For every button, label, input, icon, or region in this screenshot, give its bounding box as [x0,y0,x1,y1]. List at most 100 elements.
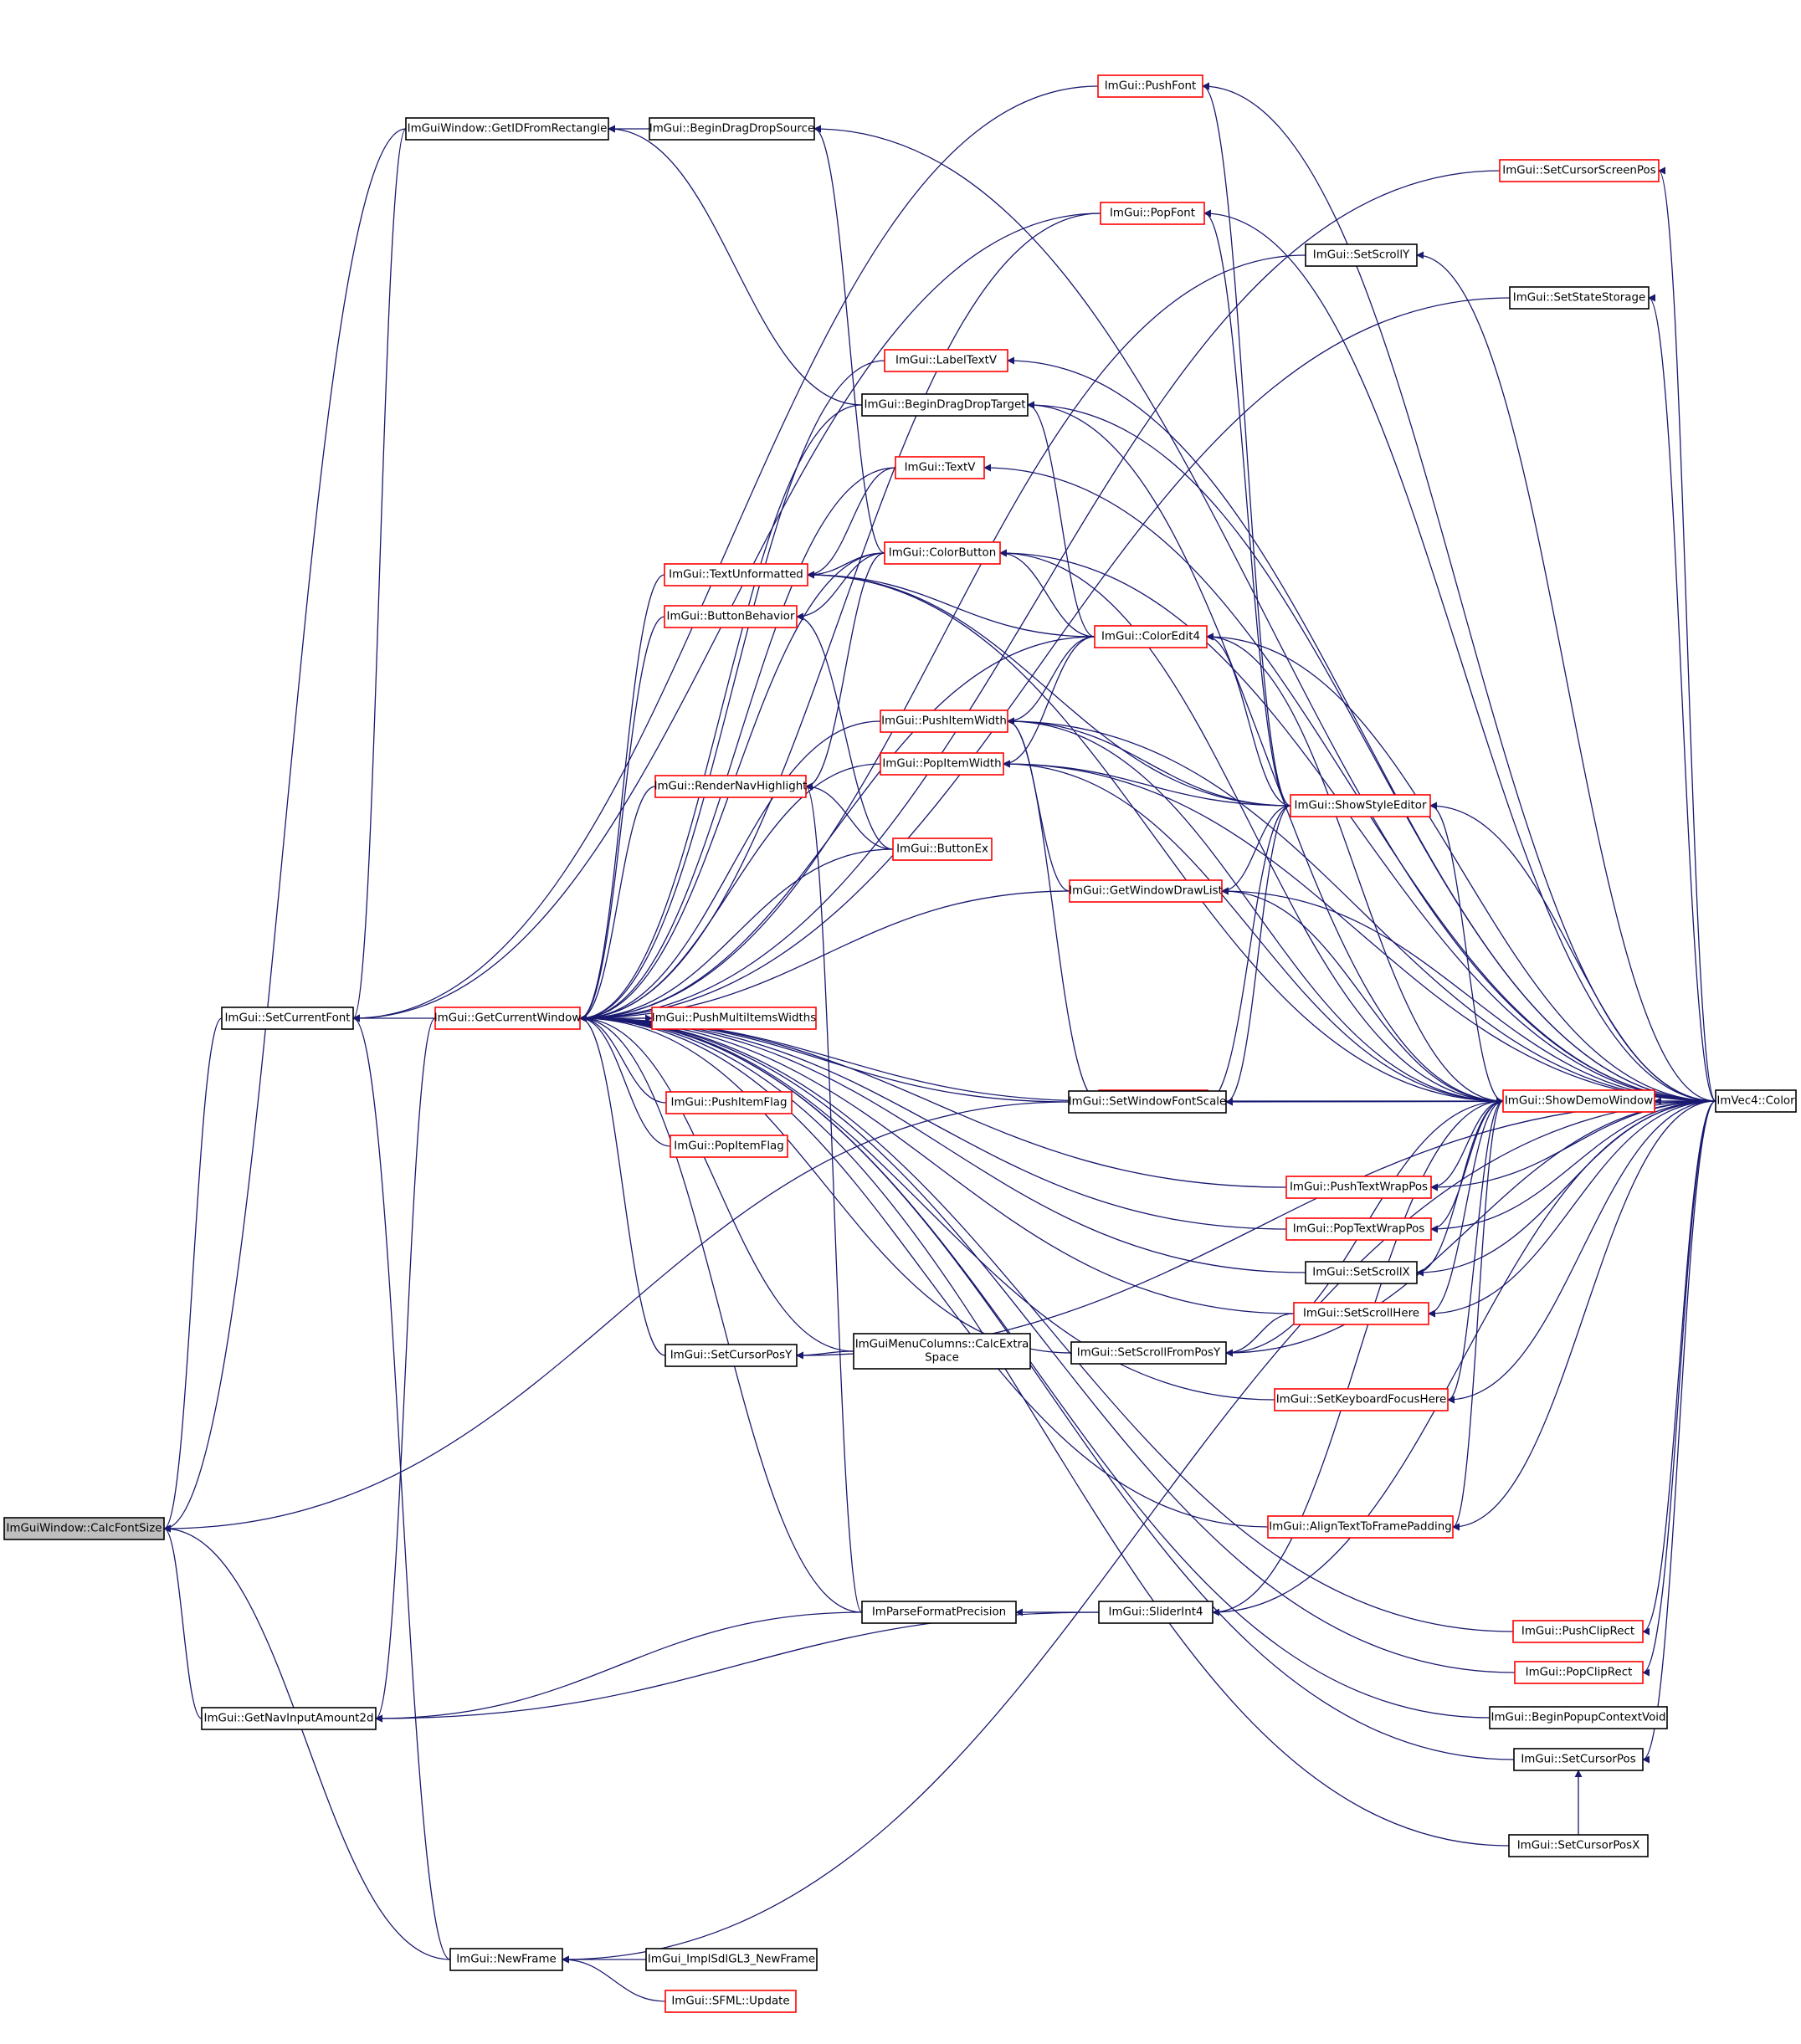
edge-imvec4color-to-coloredit4 [1206,633,1716,1102]
node-label: ImGui_ImplSdlGL3_NewFrame [648,1954,815,1966]
edge-getnavinputamount2d-to-calcfontsize [163,1524,203,1719]
edge-sliderint4-to-getnavinputamount2d [375,1611,1100,1723]
edge-imparseformatprecision-to-getcurrentwindow [579,1014,863,1613]
node-setscrolly[interactable]: ImGui::SetScrollY [1305,243,1418,267]
node-popfont[interactable]: ImGui::PopFont [1100,202,1205,225]
node-coloredit4[interactable]: ImGui::ColorEdit4 [1094,625,1208,648]
node-label: Space [925,1352,959,1365]
node-getnavinputamount2d[interactable]: ImGui::GetNavInputAmount2d [201,1707,377,1730]
node-poptextwrappos[interactable]: ImGui::PopTextWrapPos [1285,1217,1432,1241]
node-buttonex[interactable]: ImGui::ButtonEx [892,838,993,861]
node-showstyleeditor[interactable]: ImGui::ShowStyleEditor [1290,794,1431,817]
edge-imparseformatprecision-to-rendernavhighlight [805,782,863,1613]
edge-coloredit4-to-pushitemwidth [1007,636,1095,725]
node-setstatestorage[interactable]: ImGui::SetStateStorage [1509,286,1650,310]
node-aligntexttoframepadding[interactable]: ImGui::AlignTextToFramePadding [1267,1515,1454,1539]
node-setcurrentfont[interactable]: ImGui::SetCurrentFont [221,1007,354,1030]
node-setscrollx[interactable]: ImGui::SetScrollX [1305,1261,1418,1284]
edge-setscrolly-to-getcurrentwindow [579,254,1306,1022]
node-newframe[interactable]: ImGui::NewFrame [449,1948,563,1971]
node-box [1715,1089,1797,1113]
node-box [1509,286,1650,310]
node-calcfontsize[interactable]: ImGuiWindow::CalcFontSize [3,1517,165,1540]
node-setscrollhere[interactable]: ImGui::SetScrollHere [1293,1302,1429,1325]
node-setcursorscreenpos[interactable]: ImGui::SetCursorScreenPos [1499,159,1660,182]
node-labeltextv[interactable]: ImGui::LabelTextV [884,349,1008,372]
node-box [1293,1302,1429,1325]
edge-imvec4color-to-setscrollhere [1428,1100,1716,1318]
edge-showstyleeditor-to-getwindowdrawlist [1221,805,1291,895]
node-popitemflag[interactable]: ImGui::PopItemFlag [670,1135,788,1158]
edge-setcursorpos-to-getcurrentwindow [579,1014,1515,1760]
node-pushtextwrappos[interactable]: ImGui::PushTextWrapPos [1285,1176,1432,1199]
edge-beginchild-to-pushitemwidth [1007,717,1100,1102]
node-pushmultiitemswidths[interactable]: ImGui::PushMultiItemsWidths [651,1007,817,1030]
node-label: ImVec4::Color [1716,1095,1795,1108]
node-label: ImGui::PushMultiItemsWidths [652,1012,816,1025]
node-box [1098,1601,1213,1624]
node-setcursorpos[interactable]: ImGui::SetCursorPos [1513,1748,1644,1771]
node-box [1100,202,1205,225]
node-textv[interactable]: ImGui::TextV [895,456,985,479]
node-popcliprect[interactable]: ImGui::PopClipRect [1514,1661,1644,1684]
node-showdemowindow[interactable]: ImGui::ShowDemoWindow [1502,1089,1655,1113]
node-sliderint4[interactable]: ImGui::SliderInt4 [1098,1601,1213,1624]
node-pushitemflag[interactable]: ImGui::PushItemFlag [665,1091,793,1114]
node-popitemwidth[interactable]: ImGui::PopItemWidth [880,752,1004,776]
edge-textv-to-getcurrentwindow [579,467,896,1022]
node-setcursorposx[interactable]: ImGui::SetCursorPosX [1508,1834,1649,1857]
edge-showdemowindow-to-coloredit4 [1206,633,1504,1102]
node-box [1069,879,1223,903]
edge-showdemowindow-to-getwindowdrawlist [1221,887,1504,1102]
node-rendernavhighlight[interactable]: ImGui::RenderNavHighlight [654,775,808,798]
node-setkeyboardfocushere[interactable]: ImGui::SetKeyboardFocusHere [1274,1388,1449,1411]
edge-imvec4color-to-popitemwidth [1003,760,1716,1102]
node-imparseformatprecision[interactable]: ImParseFormatPrecision [861,1601,1017,1624]
node-setcursorposy[interactable]: ImGui::SetCursorPosY [664,1344,798,1367]
node-getwindowdrawlist[interactable]: ImGui::GetWindowDrawList [1069,879,1223,903]
node-label: ImGui::AlignTextToFramePadding [1269,1521,1451,1534]
node-box [853,1333,1031,1370]
edge-setcursorscreenpos-to-getcurrentwindow [579,170,1501,1022]
edge-showdemowindow-to-textunformatted [807,571,1504,1102]
node-setscrollfromposy[interactable]: ImGui::SetScrollFromPosY [1070,1341,1227,1365]
node-pushitemwidth[interactable]: ImGui::PushItemWidth [880,710,1008,733]
node-box [895,456,985,479]
edge-setscrollhere-to-setscrollfromposy [1225,1313,1295,1357]
node-box [405,117,609,141]
node-label: ImGui::SetCurrentFont [224,1012,350,1025]
edge-textunformatted-to-getcurrentwindow [579,574,665,1022]
node-pushcliprect[interactable]: ImGui::PushClipRect [1512,1620,1644,1643]
edge-imvec4color-to-setkeyboardfocushere [1447,1100,1716,1404]
node-getcurrentwindow[interactable]: ImGui::GetCurrentWindow [434,1007,582,1030]
node-begindragdropsource[interactable]: ImGui::BeginDragDropSource [649,117,815,141]
node-box [1290,794,1431,817]
node-sfmlupdate[interactable]: ImGui::SFML::Update [664,1990,797,2013]
edge-imvec4color-to-popcliprect [1642,1100,1716,1677]
edge-pushcliprect-to-getcurrentwindow [579,1014,1514,1632]
node-beginpopupcontextvoid[interactable]: ImGui::BeginPopupContextVoid [1489,1706,1668,1729]
edges [163,82,1716,2002]
node-buttonbehavior[interactable]: ImGui::ButtonBehavior [664,605,798,628]
edge-buttonex-to-getcurrentwindow [579,848,894,1022]
edge-showdemowindow-to-showstyleeditor [1429,802,1504,1102]
node-colorbutton[interactable]: ImGui::ColorButton [884,541,1001,565]
node-getidfromrectangle[interactable]: ImGuiWindow::GetIDFromRectangle [405,117,609,141]
edge-getidfromrectangle-to-calcfontsize [163,128,407,1533]
node-implsdlgl3newframe[interactable]: ImGui_ImplSdlGL3_NewFrame [645,1948,818,1971]
node-label: ImGui::PushItemFlag [671,1097,788,1109]
node-textunformatted[interactable]: ImGui::TextUnformatted [664,563,808,587]
node-box [670,1135,788,1158]
node-pushfont[interactable]: ImGui::PushFont [1097,74,1203,98]
edge-getidfromrectangle-to-setcurrentfont [352,128,407,1022]
edge-popitemflag-to-getcurrentwindow [579,1014,671,1147]
node-label: ImGui::PopItemWidth [882,758,1001,771]
edge-textv-to-textunformatted [807,467,896,579]
node-imvec4color[interactable]: ImVec4::Color [1715,1089,1797,1113]
edge-popfont-to-getcurrentwindow [579,213,1101,1022]
node-begindragdroptarget[interactable]: ImGui::BeginDragDropTarget [861,393,1029,417]
node-setwindowfontscale[interactable]: ImGui::SetWindowFontScale [1068,1090,1227,1114]
edge-getwindowdrawlist-to-getcurrentwindow [579,890,1070,1022]
node-box [1513,1748,1644,1771]
